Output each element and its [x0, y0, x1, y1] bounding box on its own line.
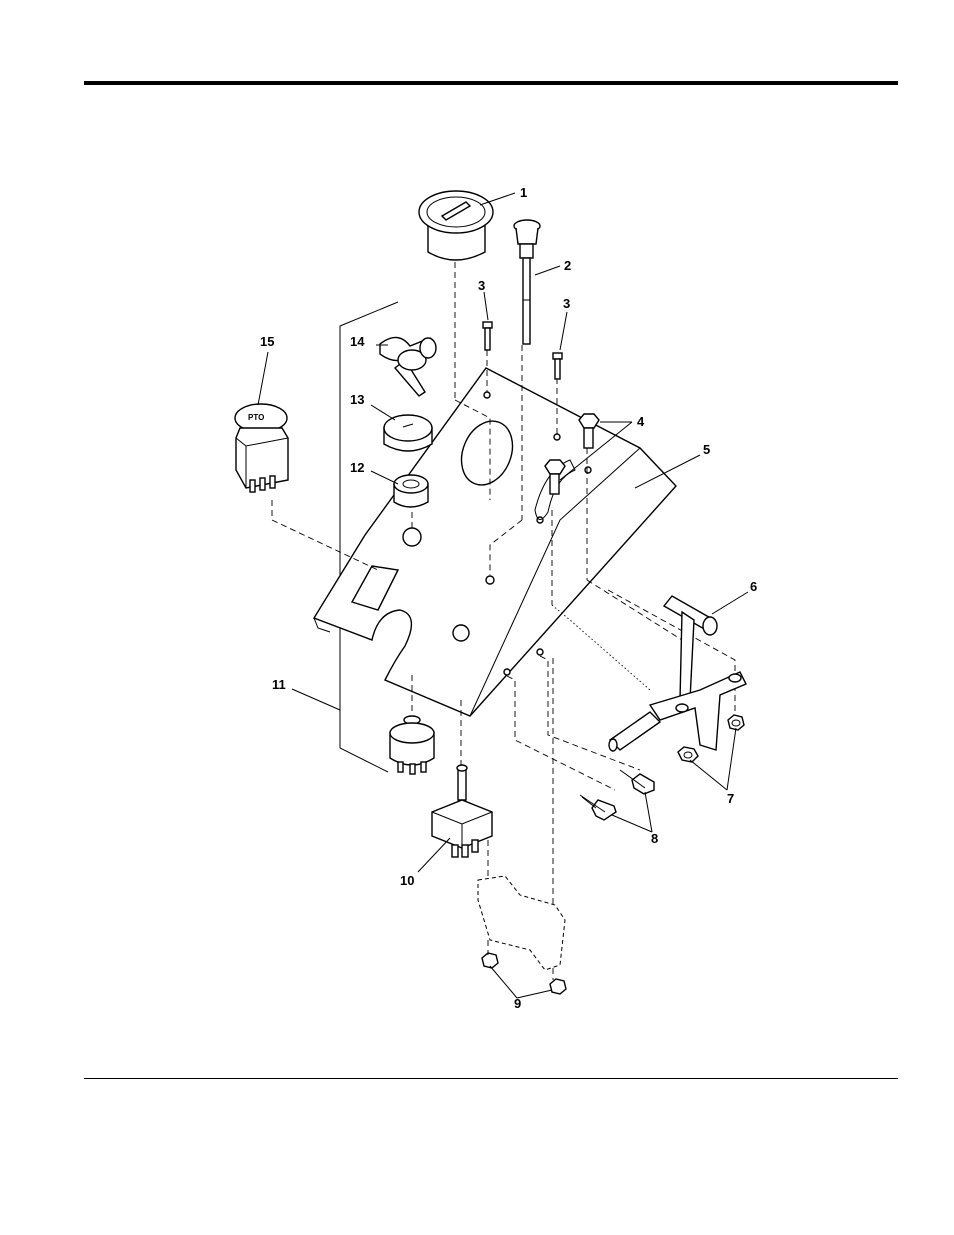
part-1-cap [419, 191, 493, 260]
callout-3-left: 3 [478, 278, 485, 293]
part-7-nut-left [678, 747, 698, 762]
callout-10: 10 [400, 873, 414, 888]
callout-14: 14 [350, 334, 365, 349]
part-7-nut-right [728, 715, 744, 730]
callout-7: 7 [727, 791, 734, 806]
part-9-nut-left [482, 953, 498, 968]
part-13-cap [384, 415, 432, 451]
callout-13: 13 [350, 392, 364, 407]
callout-4: 4 [637, 414, 645, 429]
part-11-ignition-body [390, 716, 434, 774]
callout-3-right: 3 [563, 296, 570, 311]
callout-8: 8 [651, 831, 658, 846]
callout-5: 5 [703, 442, 710, 457]
part-8-screw-right [620, 770, 654, 794]
part-3-screw-right [553, 353, 562, 379]
part-12-nut [394, 475, 428, 507]
control-panel-part-5 [314, 368, 676, 716]
part-8-screw-left [580, 795, 616, 820]
part-14-keys [380, 337, 436, 396]
part-15-pto-switch: PTO [235, 404, 288, 492]
part-10-toggle-switch [432, 765, 492, 857]
part-9-nut-right [550, 979, 566, 994]
callout-1: 1 [520, 185, 527, 200]
svg-text:PTO: PTO [248, 413, 264, 422]
callout-9: 9 [514, 996, 521, 1011]
part-3-screw-left [483, 322, 492, 350]
part-2-cable-knob [514, 220, 540, 344]
callout-12: 12 [350, 460, 364, 475]
part-6-throttle-lever [609, 596, 746, 751]
callout-15: 15 [260, 334, 274, 349]
callout-2: 2 [564, 258, 571, 273]
callout-6: 6 [750, 579, 757, 594]
callout-11: 11 [272, 677, 286, 692]
